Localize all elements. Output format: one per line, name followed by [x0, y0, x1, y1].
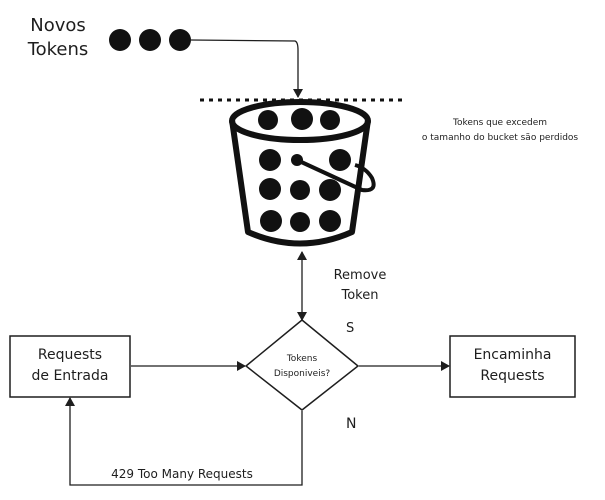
new-tokens-label: Novos Tokens	[20, 14, 96, 62]
yes-label: S	[346, 321, 355, 336]
label-line: Remove	[333, 268, 387, 283]
label-line: Novos	[30, 15, 86, 36]
label-line: Disponiveis?	[273, 369, 331, 379]
label-line: Requests	[37, 347, 103, 363]
label-line: de Entrada	[31, 368, 109, 384]
label-line: Token	[341, 288, 379, 303]
reject-loop-arrow	[65, 397, 303, 486]
incoming-requests-label: Requests de Entrada	[10, 345, 130, 387]
label-line: Tokens	[27, 39, 89, 60]
label-line: Encaminha	[473, 347, 552, 363]
token-inflow-arrow	[190, 39, 303, 98]
bucket-icon	[229, 99, 376, 247]
label-line: Tokens	[286, 354, 318, 364]
note-line: o tamanho do bucket são perdidos	[421, 133, 579, 143]
token-icon	[169, 29, 191, 51]
decision-label: Tokens Disponiveis?	[252, 352, 352, 382]
token-icon	[109, 29, 131, 51]
remove-token-label: Remove Token	[320, 266, 400, 306]
note-line: Tokens que excedem	[452, 118, 548, 128]
forward-requests-label: Encaminha Requests	[450, 345, 575, 387]
token-icon	[139, 29, 161, 51]
incoming-tokens	[109, 29, 191, 51]
overflow-note: Tokens que excedem o tamanho do bucket s…	[405, 116, 595, 146]
reject-label: 429 Too Many Requests	[111, 467, 253, 481]
no-label: N	[346, 416, 357, 432]
decision-diamond	[244, 319, 360, 411]
label-line: Requests	[480, 368, 545, 384]
forward-requests-box	[449, 335, 576, 398]
